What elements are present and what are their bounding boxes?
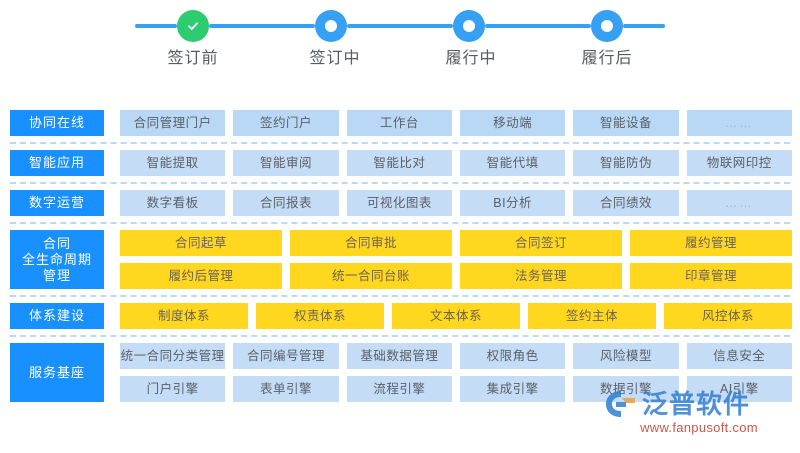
capability-cell[interactable]: 合同起草 (120, 230, 282, 256)
capability-cell[interactable]: 权限角色 (459, 343, 566, 369)
stepper-segment-3 (485, 24, 591, 28)
capability-cell[interactable]: 表单引擎 (233, 376, 339, 402)
matrix-band: 体系建设制度体系权责体系文本体系签约主体风控体系 (0, 297, 800, 335)
band-divider (10, 295, 790, 297)
capability-cell[interactable]: 智能比对 (346, 150, 452, 176)
cell-row: 智能提取智能审阅智能比对智能代填智能防伪物联网印控 (120, 150, 792, 176)
band-inner: 协同在线合同管理门户签约门户工作台移动端智能设备 …… (0, 104, 800, 142)
capability-cell[interactable]: 数据引擎 (573, 376, 679, 402)
band-category-label[interactable]: 服务基座 (10, 343, 104, 402)
band-divider (10, 142, 790, 144)
stepper-label-4: 履行后 (581, 50, 633, 67)
matrix-band: 数字运营数字看板合同报表可视化图表 BI分析合同绩效 …… (0, 184, 800, 222)
stepper-labels: 签订前 签订中 履行中 履行后 (135, 44, 665, 74)
capability-cell[interactable]: 数字看板 (120, 190, 226, 216)
capability-cell[interactable]: 统一合同分类管理 (120, 343, 226, 369)
capability-cell[interactable]: 流程引擎 (346, 376, 452, 402)
band-category-label[interactable]: 协同在线 (10, 110, 104, 136)
capability-cell[interactable]: 签约主体 (528, 303, 656, 329)
stepper-label-3: 履行中 (445, 50, 497, 67)
band-inner: 体系建设制度体系权责体系文本体系签约主体风控体系 (0, 297, 800, 335)
stepper-node-1[interactable] (177, 10, 209, 42)
capability-cell[interactable]: 风险模型 (573, 343, 679, 369)
band-inner: 合同全生命周期管理合同起草合同审批合同签订履约管理履约后管理统一合同台账法务管理… (0, 224, 800, 295)
matrix-band: 协同在线合同管理门户签约门户工作台移动端智能设备 …… (0, 104, 800, 142)
watermark-url: www.fanpusoft.com (640, 420, 758, 435)
band-cells: 合同管理门户签约门户工作台移动端智能设备 …… (120, 110, 792, 136)
stepper-segment-start (135, 24, 177, 28)
process-stepper: 签订前 签订中 履行中 履行后 (0, 0, 800, 100)
capability-cell[interactable]: 物联网印控 (686, 150, 792, 176)
capability-cell[interactable]: 履约后管理 (120, 263, 282, 289)
band-category-label[interactable]: 数字运营 (10, 190, 104, 216)
capability-cell[interactable]: 智能设备 (573, 110, 679, 136)
capability-cell[interactable]: 法务管理 (460, 263, 622, 289)
capability-cell[interactable]: 工作台 (346, 110, 452, 136)
capability-cell[interactable]: 基础数据管理 (346, 343, 452, 369)
cell-row: 合同管理门户签约门户工作台移动端智能设备 …… (120, 110, 792, 136)
capability-cell[interactable]: 信息安全 (686, 343, 792, 369)
capability-cell[interactable]: 合同管理门户 (120, 110, 226, 136)
band-cells: 合同起草合同审批合同签订履约管理履约后管理统一合同台账法务管理印章管理 (120, 230, 792, 289)
capability-matrix: 协同在线合同管理门户签约门户工作台移动端智能设备……智能应用智能提取智能审阅智能… (0, 104, 800, 408)
band-inner: 数字运营数字看板合同报表可视化图表 BI分析合同绩效 …… (0, 184, 800, 222)
capability-cell[interactable]: 合同绩效 (573, 190, 679, 216)
band-inner: 智能应用智能提取智能审阅智能比对智能代填智能防伪物联网印控 (0, 144, 800, 182)
stepper-segment-2 (347, 24, 453, 28)
band-inner: 服务基座统一合同分类管理合同编号管理基础数据管理权限角色风险模型信息安全门户引擎… (0, 337, 800, 408)
stepper-segment-1 (209, 24, 315, 28)
capability-cell[interactable]: 门户引擎 (120, 376, 226, 402)
capability-cell[interactable]: 制度体系 (120, 303, 248, 329)
capability-cell-more[interactable]: …… (686, 190, 792, 216)
cell-row: 合同起草合同审批合同签订履约管理 (120, 230, 792, 256)
stepper-track (135, 10, 665, 42)
capability-cell[interactable]: 统一合同台账 (290, 263, 452, 289)
capability-cell[interactable]: 集成引擎 (459, 376, 566, 402)
band-cells: 统一合同分类管理合同编号管理基础数据管理权限角色风险模型信息安全门户引擎表单引擎… (120, 343, 792, 402)
capability-cell[interactable]: 智能代填 (459, 150, 566, 176)
stepper-node-3[interactable] (453, 10, 485, 42)
capability-cell[interactable]: 印章管理 (630, 263, 792, 289)
cell-row: 履约后管理统一合同台账法务管理印章管理 (120, 263, 792, 289)
band-divider (10, 335, 790, 337)
capability-cell[interactable]: 风控体系 (664, 303, 792, 329)
capability-cell[interactable]: 移动端 (459, 110, 566, 136)
cell-row: 数字看板合同报表可视化图表 BI分析合同绩效 …… (120, 190, 792, 216)
capability-cell[interactable]: 签约门户 (233, 110, 339, 136)
cell-row: 门户引擎表单引擎流程引擎集成引擎数据引擎 AI引擎 (120, 376, 792, 402)
band-category-label[interactable]: 体系建设 (10, 303, 104, 329)
cell-row: 制度体系权责体系文本体系签约主体风控体系 (120, 303, 792, 329)
band-category-label[interactable]: 智能应用 (10, 150, 104, 176)
capability-cell[interactable]: AI引擎 (686, 376, 792, 402)
stepper-label-2: 签订中 (309, 50, 361, 67)
matrix-band: 合同全生命周期管理合同起草合同审批合同签订履约管理履约后管理统一合同台账法务管理… (0, 224, 800, 295)
band-cells: 智能提取智能审阅智能比对智能代填智能防伪物联网印控 (120, 150, 792, 176)
capability-cell[interactable]: 可视化图表 (346, 190, 452, 216)
matrix-band: 智能应用智能提取智能审阅智能比对智能代填智能防伪物联网印控 (0, 144, 800, 182)
band-category-label[interactable]: 合同全生命周期管理 (10, 230, 104, 289)
check-icon (188, 22, 198, 30)
stepper-segment-end (623, 24, 665, 28)
stepper-node-2[interactable] (315, 10, 347, 42)
capability-cell[interactable]: 智能提取 (120, 150, 226, 176)
capability-cell[interactable]: 合同编号管理 (233, 343, 339, 369)
capability-cell[interactable]: 履约管理 (630, 230, 792, 256)
capability-cell[interactable]: 合同签订 (460, 230, 622, 256)
capability-cell[interactable]: 文本体系 (392, 303, 520, 329)
capability-cell[interactable]: 智能防伪 (573, 150, 679, 176)
cell-row: 统一合同分类管理合同编号管理基础数据管理权限角色风险模型信息安全 (120, 343, 792, 369)
capability-cell[interactable]: 智能审阅 (233, 150, 339, 176)
stepper-label-1: 签订前 (167, 50, 219, 67)
band-divider (10, 182, 790, 184)
capability-cell[interactable]: BI分析 (459, 190, 566, 216)
stepper-node-4[interactable] (591, 10, 623, 42)
band-cells: 制度体系权责体系文本体系签约主体风控体系 (120, 303, 792, 329)
capability-cell-more[interactable]: …… (686, 110, 792, 136)
matrix-band: 服务基座统一合同分类管理合同编号管理基础数据管理权限角色风险模型信息安全门户引擎… (0, 337, 800, 408)
capability-cell[interactable]: 合同审批 (290, 230, 452, 256)
capability-cell[interactable]: 权责体系 (256, 303, 384, 329)
band-divider (10, 222, 790, 224)
band-cells: 数字看板合同报表可视化图表 BI分析合同绩效 …… (120, 190, 792, 216)
capability-cell[interactable]: 合同报表 (233, 190, 339, 216)
